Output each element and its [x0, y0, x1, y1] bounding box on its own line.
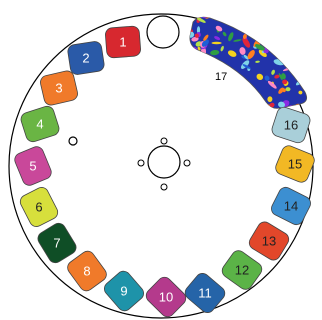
pattern-blob — [254, 32, 263, 39]
pattern-blob — [304, 45, 315, 55]
pattern-blob — [280, 36, 291, 46]
pattern-blob — [280, 46, 286, 51]
pattern-blob — [261, 33, 272, 41]
pattern-blob — [296, 23, 303, 27]
space-17-label: 17 — [215, 71, 227, 83]
space-label: 5 — [29, 159, 36, 174]
pattern-blob — [266, 18, 274, 24]
pattern-blob — [241, 20, 246, 25]
pattern-blob — [307, 56, 313, 62]
space-label: 10 — [159, 290, 173, 305]
pattern-blob — [297, 27, 304, 39]
pattern-blob — [263, 19, 267, 26]
spinner-peg-right — [184, 160, 190, 166]
pattern-blob — [305, 62, 310, 67]
pattern-blob — [230, 20, 237, 25]
pattern-blob — [297, 38, 301, 42]
pattern-blob — [302, 42, 310, 49]
pattern-blob — [288, 28, 293, 35]
pattern-blob — [269, 12, 279, 20]
space-label: 4 — [36, 117, 43, 132]
pattern-blob — [307, 30, 311, 32]
space-label: 1 — [119, 35, 126, 50]
space-2[interactable]: 2 — [67, 41, 105, 76]
space-label: 11 — [198, 286, 212, 301]
pattern-blob — [300, 41, 311, 46]
space-label: 3 — [55, 81, 62, 96]
pattern-blob — [298, 63, 304, 69]
space-label: 9 — [120, 284, 127, 299]
space-label: 13 — [262, 234, 276, 249]
pattern-blob — [256, 27, 260, 38]
pattern-blob — [270, 21, 277, 33]
pattern-blob — [305, 70, 310, 77]
space-label: 6 — [35, 200, 42, 215]
pattern-blob — [244, 26, 248, 34]
pattern-blob — [212, 42, 222, 45]
pattern-blob — [226, 15, 232, 19]
pattern-blob — [239, 15, 247, 28]
pattern-blob — [280, 17, 284, 24]
pattern-blob — [246, 16, 252, 23]
spinner-peg-top — [161, 138, 167, 144]
pattern-blob — [296, 21, 307, 29]
space-label: 8 — [83, 264, 90, 279]
pattern-blob — [284, 24, 291, 31]
pattern-blob — [278, 31, 286, 39]
space-label: 16 — [284, 118, 298, 133]
pattern-blob — [290, 14, 297, 21]
spinner-peg-left — [138, 160, 144, 166]
pattern-blob — [263, 35, 268, 43]
pattern-blob — [296, 45, 301, 51]
pattern-blob — [267, 38, 275, 46]
peg-hole — [69, 137, 77, 145]
pattern-blob — [276, 44, 281, 48]
spinner-peg-bottom — [161, 184, 167, 190]
pattern-blob — [303, 12, 309, 16]
pattern-blob — [283, 45, 290, 49]
pattern-blob — [269, 28, 274, 33]
space-1[interactable]: 1 — [105, 26, 141, 58]
start-space[interactable] — [147, 16, 179, 48]
pattern-blob — [303, 19, 314, 25]
space-label: 14 — [284, 199, 298, 214]
space-label: 7 — [53, 236, 60, 251]
space-label: 12 — [235, 263, 249, 278]
space-label: 15 — [288, 157, 302, 172]
space-label: 2 — [82, 51, 89, 66]
